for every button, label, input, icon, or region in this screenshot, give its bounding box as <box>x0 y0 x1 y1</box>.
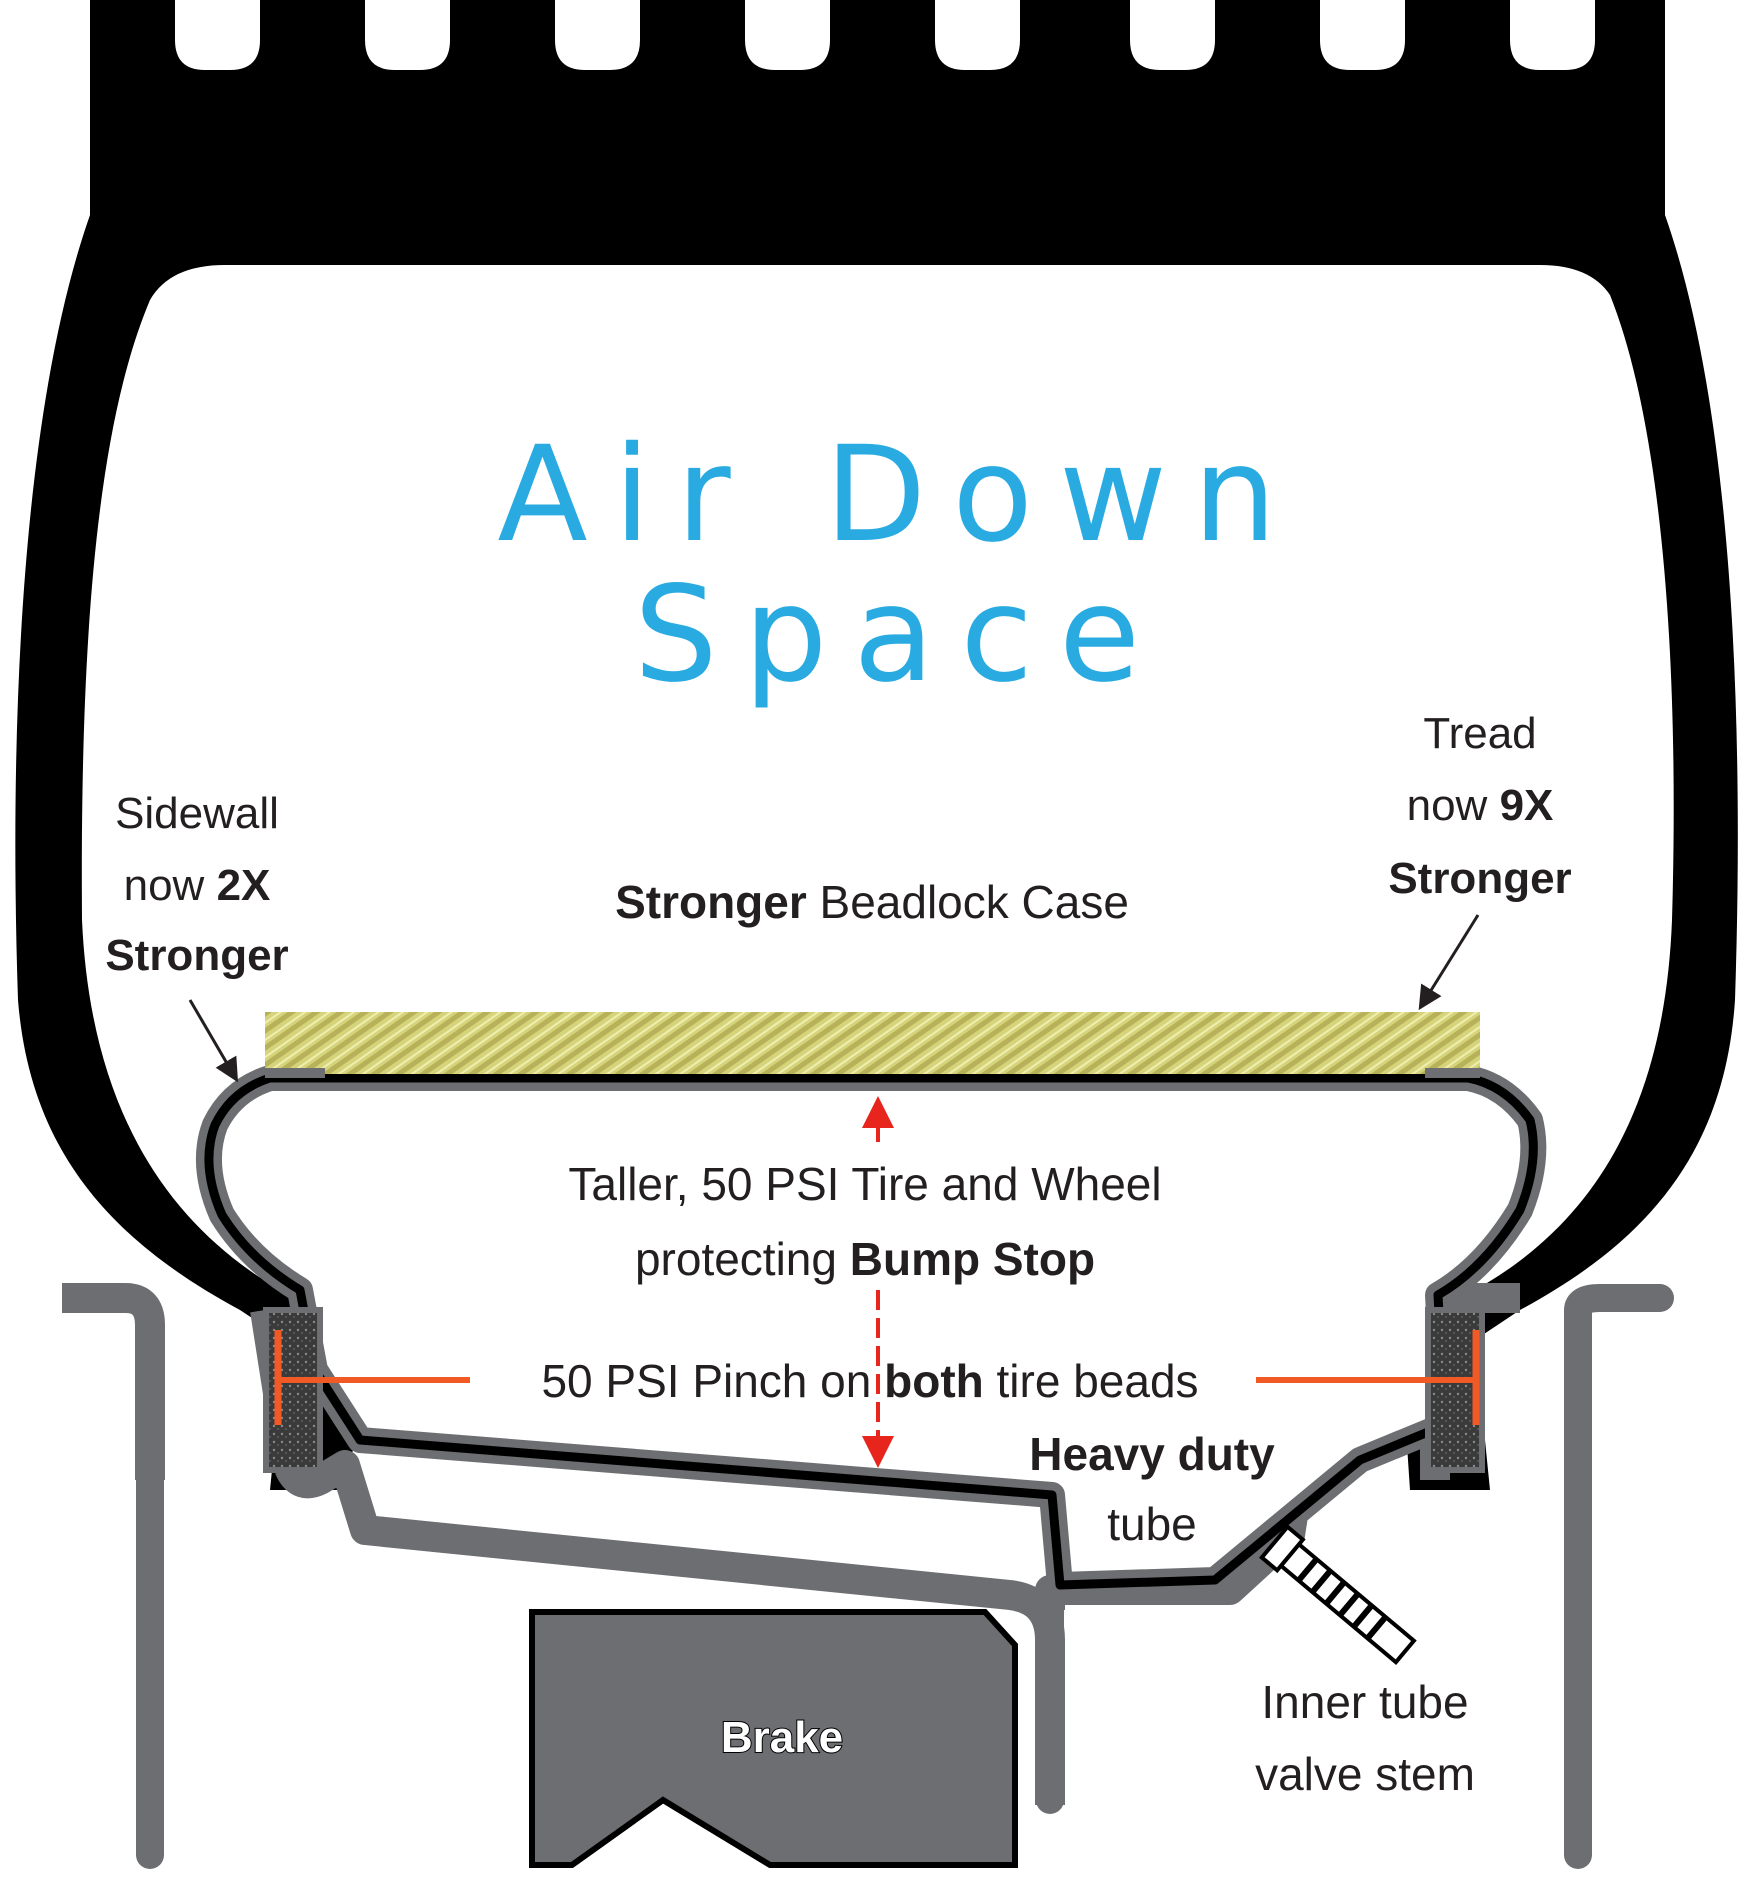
valve-label-line-2: valve stem <box>1255 1748 1475 1800</box>
beadlock-label: Stronger Beadlock Case <box>615 876 1129 928</box>
inner-tube <box>195 1065 1547 1598</box>
tire-outer-shell <box>15 0 1738 1490</box>
bump-stop-label-line-2: protecting Bump Stop <box>635 1233 1095 1285</box>
bump-stop-label-line-1: Taller, 50 PSI Tire and Wheel <box>568 1158 1161 1210</box>
wheel-rim <box>62 1283 1520 1805</box>
tube-label-line-2: tube <box>1107 1498 1197 1550</box>
brake-label: Brake <box>721 1713 843 1762</box>
sidewall-label-line-2: now 2X <box>124 861 271 910</box>
title-line-1: Air Down <box>497 418 1302 572</box>
sidewall-pointer-arrow <box>188 999 239 1083</box>
beadlock-case-edge-left <box>265 1068 325 1078</box>
left-bead-block <box>263 1307 323 1473</box>
tread-label-line-1: Tread <box>1423 709 1536 758</box>
pinch-label: 50 PSI Pinch on both tire beads <box>541 1355 1198 1407</box>
valve-label-line-1: Inner tube <box>1261 1676 1468 1728</box>
tube-label-line-1: Heavy duty <box>1029 1428 1275 1480</box>
beadlock-case-edge-right <box>1425 1068 1480 1078</box>
title-line-2: Space <box>634 558 1166 712</box>
tread-label-line-2: now 9X <box>1407 781 1554 830</box>
tread-label-line-3: Stronger <box>1388 854 1571 903</box>
wheel-rim-right-barrel <box>1564 1284 1674 1869</box>
valve-stem <box>1259 1524 1417 1665</box>
sidewall-label-line-1: Sidewall <box>115 789 279 838</box>
brake-caliper <box>529 1609 1018 1868</box>
tread-pointer-arrow <box>1418 914 1480 1011</box>
sidewall-label-line-3: Stronger <box>105 931 288 980</box>
inner-tube-outline <box>204 1073 1538 1590</box>
beadlock-case <box>265 1012 1480 1074</box>
